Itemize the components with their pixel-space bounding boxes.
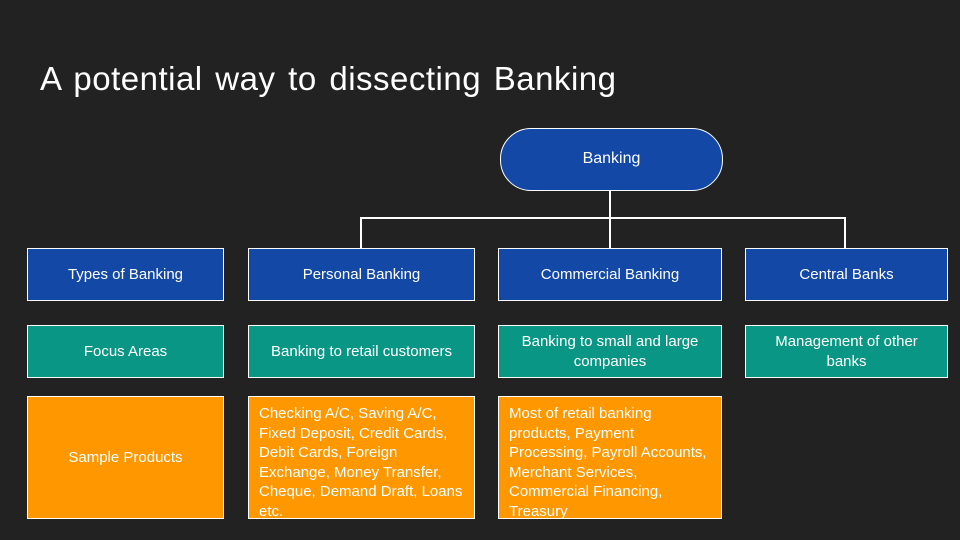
box-sample-products: Sample Products	[27, 396, 224, 519]
box-focus-personal: Banking to retail customers	[248, 325, 475, 378]
node-banking-label: Banking	[582, 150, 641, 168]
box-central-banks: Central Banks	[745, 248, 948, 301]
products-personal-text: Checking A/C, Saving A/C, Fixed Deposit,…	[259, 405, 463, 519]
connector-stem-line	[609, 190, 611, 218]
box-personal-banking: Personal Banking	[248, 248, 475, 301]
personal-banking-label: Personal Banking	[302, 265, 421, 283]
box-focus-central: Management of other banks	[745, 325, 948, 378]
focus-personal-label: Banking to retail customers	[271, 342, 452, 360]
connector-drop-commercial-line	[609, 217, 611, 248]
focus-commercial-label: Banking to small and large companies	[521, 333, 699, 370]
node-banking: Banking	[500, 128, 723, 191]
focus-row-label: Focus Areas	[83, 342, 168, 360]
connector-drop-personal-line	[360, 217, 362, 248]
connector-drop-central-line	[844, 217, 846, 248]
box-commercial-banking: Commercial Banking	[498, 248, 722, 301]
products-row-label: Sample Products	[68, 448, 183, 466]
connector-horizontal-line	[360, 217, 846, 219]
page-title: A potential way to dissecting Banking	[40, 60, 617, 97]
focus-central-label: Management of other banks	[775, 333, 918, 370]
box-products-commercial: Most of retail banking products, Payment…	[498, 396, 722, 519]
types-row-label: Types of Banking	[67, 265, 184, 283]
box-products-personal: Checking A/C, Saving A/C, Fixed Deposit,…	[248, 396, 475, 519]
box-types-of-banking: Types of Banking	[27, 248, 224, 301]
commercial-banking-label: Commercial Banking	[540, 265, 680, 283]
box-focus-commercial: Banking to small and large companies	[498, 325, 722, 378]
central-banks-label: Central Banks	[799, 265, 894, 283]
products-commercial-text: Most of retail banking products, Payment…	[509, 405, 707, 519]
box-focus-areas: Focus Areas	[27, 325, 224, 378]
